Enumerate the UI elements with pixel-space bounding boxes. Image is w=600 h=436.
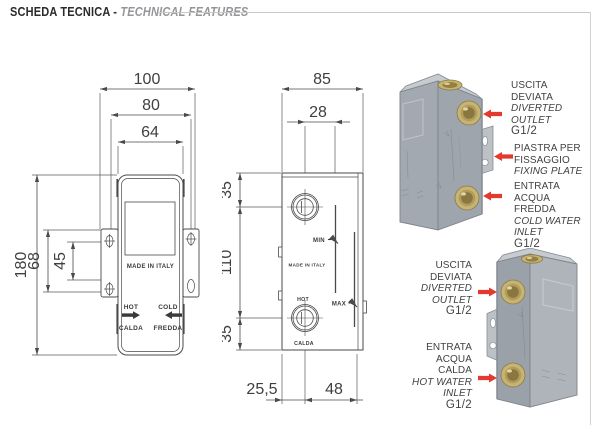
label-line: DIVERTED xyxy=(420,283,472,294)
top-port xyxy=(437,79,463,91)
front-dimension-lines xyxy=(34,86,196,356)
recessed-panel xyxy=(542,278,574,312)
front-hot-label: HOT xyxy=(124,304,139,311)
front-made-in-italy: MADE IN ITALY xyxy=(127,264,174,270)
label-line: USCITA xyxy=(435,260,472,271)
dim-knob-to-back: 48 xyxy=(325,381,343,398)
side-hot-label: HOT xyxy=(297,297,309,303)
front-screw-holes xyxy=(104,232,197,296)
arrow-outlet-icon xyxy=(483,109,502,119)
max-label: MAX xyxy=(332,302,346,308)
label-diverted-outlet-bottom: USCITA DEVIATA DIVERTED OUTLET G1/2 xyxy=(388,260,472,318)
front-calda-label: CALDA xyxy=(119,325,143,332)
front-extension-lines xyxy=(32,93,196,356)
dim-knob-to-bottom: 35 xyxy=(222,325,235,343)
bottom-knob xyxy=(287,300,323,336)
hot-water-inlet-port xyxy=(500,362,526,388)
label-line: G1/2 xyxy=(514,237,541,250)
label-fixing-plate: PIASTRA PER FISSAGGIO FIXING PLATE xyxy=(514,143,594,178)
diverted-outlet-port xyxy=(456,100,482,126)
page-right-rule xyxy=(590,12,591,425)
dim-knob-spacing: 110 xyxy=(222,250,235,276)
label-diverted-outlet-top: USCITA DEVIATA DIVERTED OUTLET G1/2 xyxy=(511,80,591,138)
front-body xyxy=(116,174,185,356)
engraved-marks xyxy=(400,128,462,199)
front-display-window xyxy=(124,201,176,256)
cold-arrow-icon xyxy=(165,311,182,319)
dim-overall-width: 100 xyxy=(134,71,161,88)
dim-depth: 85 xyxy=(313,71,331,88)
side-dim-arrowheads xyxy=(275,119,357,403)
dim-hole-spacing-h-outer: 68 xyxy=(26,252,43,270)
label-line: CALDA xyxy=(438,365,472,376)
header-rule xyxy=(158,12,591,13)
front-view-drawing: 100 80 64 180 68 45 MADE IN ITALY HOT CO… xyxy=(13,71,200,356)
label-line: OUTLET xyxy=(431,294,472,306)
front-mounting-tabs xyxy=(100,228,200,298)
label-cold-water-inlet: ENTRATA ACQUA FREDDA COLD WATER INLET G1… xyxy=(514,181,594,250)
side-calda-label: CALDA xyxy=(294,341,314,347)
arrow-hot-inlet-icon xyxy=(478,373,497,383)
diverted-outlet-port xyxy=(500,279,526,305)
label-line: DEVIATA xyxy=(511,91,554,103)
label-line: HOT WATER xyxy=(412,376,472,388)
min-arrow-icon xyxy=(328,234,339,244)
dim-hole-spacing-w: 80 xyxy=(142,97,160,114)
dim-wall-to-knob: 25,5 xyxy=(246,381,277,398)
label-line: FISSAGGIO xyxy=(514,154,570,166)
dim-top-to-knob: 35 xyxy=(222,181,235,199)
side-body xyxy=(278,172,367,351)
dim-body-width: 64 xyxy=(141,124,159,141)
side-made-in-italy: MADE IN ITALY xyxy=(288,263,325,268)
page-title-it: SCHEDA TECNICA xyxy=(10,5,111,19)
front-fredda-label: FREDDA xyxy=(154,325,183,332)
label-line: OUTLET xyxy=(511,114,552,126)
top-knob xyxy=(287,189,323,225)
label-line: COLD WATER xyxy=(514,215,581,227)
label-line: DIVERTED xyxy=(511,103,563,114)
label-line: G1/2 xyxy=(511,125,538,137)
dim-knob-to-slot: 28 xyxy=(309,104,327,121)
label-line: INLET xyxy=(443,388,472,399)
label-line: FREDDA xyxy=(514,204,556,215)
render-top-view xyxy=(399,73,513,231)
arrow-plate-icon xyxy=(494,152,513,161)
label-line: G1/2 xyxy=(445,305,472,317)
label-line: INLET xyxy=(514,227,543,238)
render-bottom-view xyxy=(478,248,578,408)
label-line: ENTRATA xyxy=(426,342,472,353)
arrow-cold-inlet-icon xyxy=(483,191,502,201)
label-line: FIXING PLATE xyxy=(514,166,583,177)
max-arrow-icon xyxy=(348,298,358,308)
label-line: ACQUA xyxy=(514,192,551,204)
recessed-panel xyxy=(402,98,424,141)
label-line: DEVIATA xyxy=(429,271,472,283)
label-line: ACQUA xyxy=(435,353,472,365)
page-title-dash: - xyxy=(113,5,118,19)
side-view-drawing: 85 28 35 110 35 25,5 48 MIN xyxy=(222,71,367,404)
label-hot-water-inlet: ENTRATA ACQUA CALDA HOT WATER INLET G1/2 xyxy=(380,342,472,411)
cold-water-inlet-port xyxy=(454,185,480,211)
front-slot-hole xyxy=(187,279,195,293)
front-cold-label: COLD xyxy=(158,304,178,311)
label-line: G1/2 xyxy=(445,398,472,411)
dim-overall-height: 180 xyxy=(13,252,30,279)
top-port xyxy=(521,254,543,264)
label-line: PIASTRA PER xyxy=(514,143,581,154)
label-line: USCITA xyxy=(511,80,548,91)
red-arrows xyxy=(478,287,497,383)
dim-hole-spacing-h-inner: 45 xyxy=(52,252,69,270)
arrow-outlet-icon xyxy=(478,287,497,297)
min-label: MIN xyxy=(313,238,325,244)
label-line: ENTRATA xyxy=(514,181,560,192)
red-arrows xyxy=(483,109,513,201)
hot-arrow-icon xyxy=(122,311,140,319)
